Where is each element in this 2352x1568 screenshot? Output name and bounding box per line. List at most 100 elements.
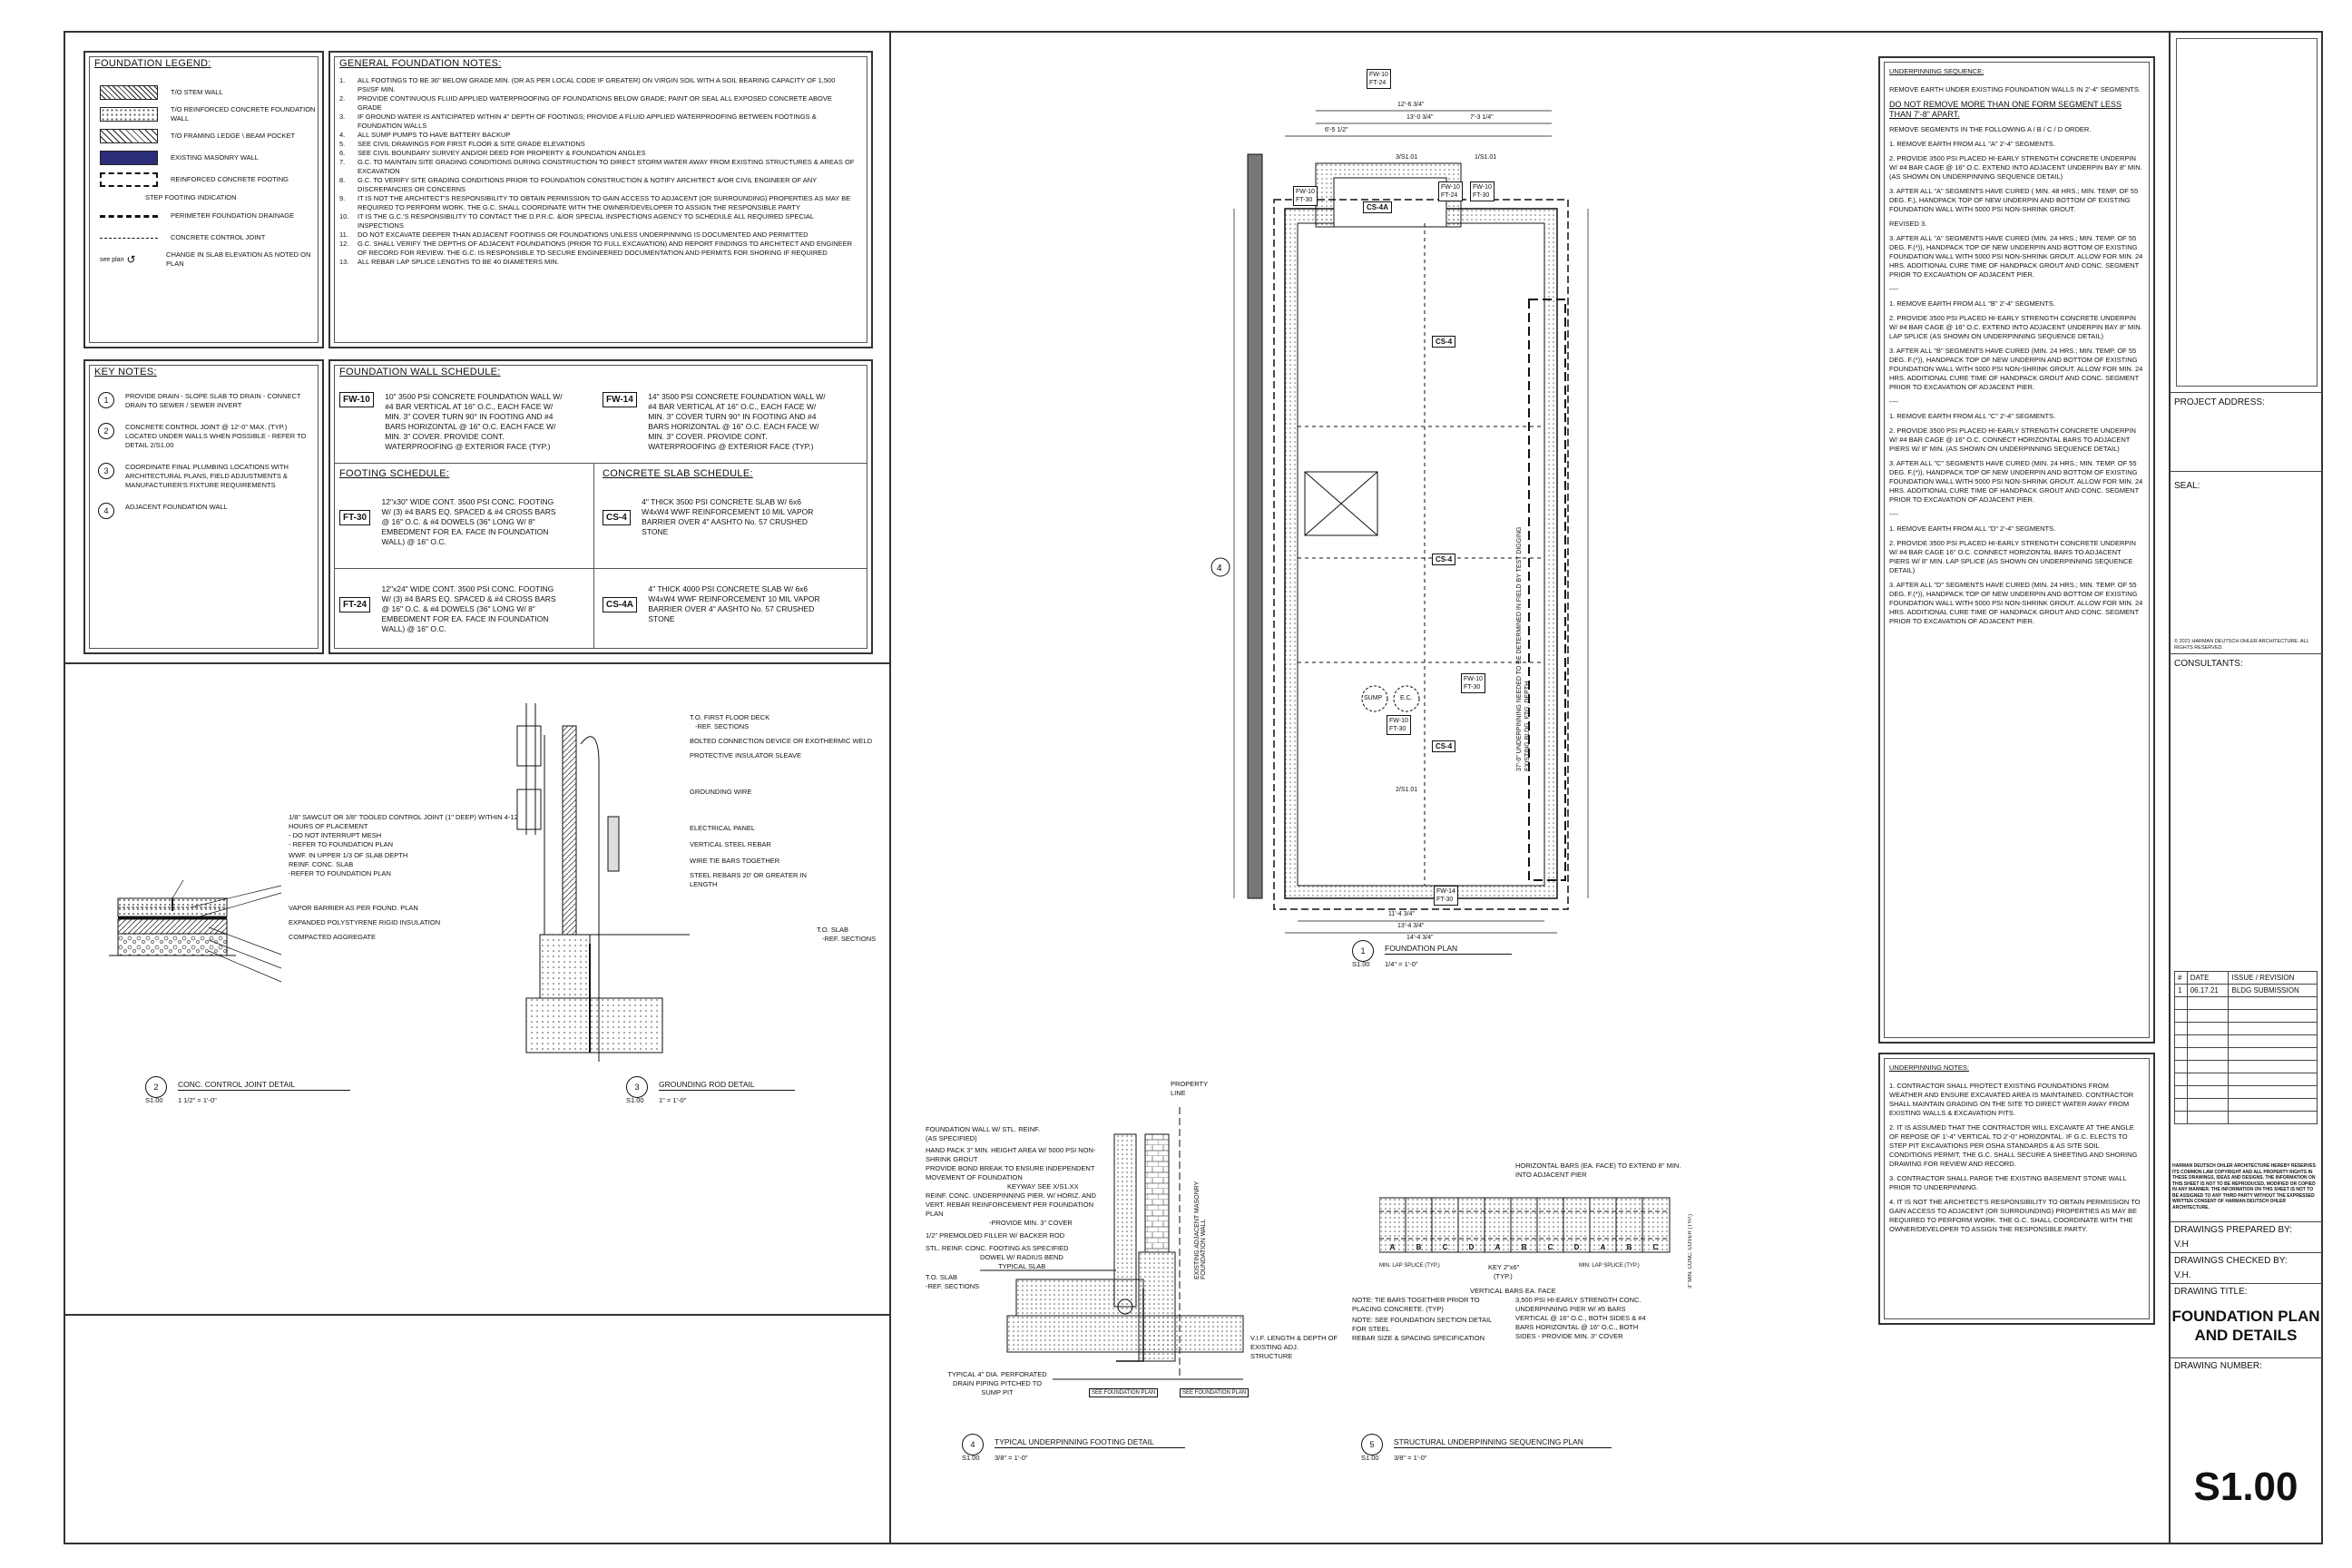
title-block: PROJECT ADDRESS: SEAL: © 2021 HARMAN DEU… <box>2169 31 2323 1544</box>
foundation-plan: 4 12'-6 3/4" 13'-0 3/4" 7'-3 1/4" 6'-5 1… <box>1207 64 1633 941</box>
svg-text:4: 4 <box>1217 564 1222 573</box>
segment-label: B <box>1416 1243 1422 1251</box>
sequence-step: 3. AFTER ALL "C" SEGMENTS HAVE CURED (MI… <box>1889 459 2143 504</box>
panel-divider-3 <box>64 1314 889 1316</box>
sequence-step: 2. PROVIDE 3500 PSI PLACED HI-EARLY STRE… <box>1889 539 2136 574</box>
general-note-row: 12.G.C. SHALL VERIFY THE DEPTHS OF ADJAC… <box>339 240 853 257</box>
sequence-step: 3. AFTER ALL "B" SEGMENTS HAVE CURED (MI… <box>1889 347 2143 391</box>
underpinning-note: 3. CONTRACTOR SHALL PARGE THE EXISTING B… <box>1889 1174 2127 1191</box>
slab-cs4: CS-4 4" THICK 3500 PSI CONCRETE SLAB W/ … <box>603 497 857 537</box>
sequence-step: 1. REMOVE EARTH FROM ALL "B" 2'-4" SEGME… <box>1889 299 2055 308</box>
general-note-row: 7.G.C. TO MAINTAIN SITE GRADING CONDITIO… <box>339 158 855 175</box>
general-note-row: 6.SEE CIVIL BOUNDARY SURVEY AND/OR DEED … <box>339 149 646 157</box>
sequence-step: 2. PROVIDE 3500 PSI PLACED HI-EARLY STRE… <box>1889 314 2142 340</box>
wall-schedule-fw10: FW-10 10" 3500 PSI CONCRETE FOUNDATION W… <box>339 392 593 452</box>
detail-3-drawing: T.O. FIRST FLOOR DECK -REF. SECTIONS BOL… <box>508 699 889 1080</box>
segment-label: B <box>1626 1243 1632 1251</box>
sequence-list: REMOVE EARTH UNDER EXISTING FOUNDATION W… <box>1889 85 2143 632</box>
plan-slab-cs4a: CS-4A <box>1363 201 1393 213</box>
sequence-step: 1. REMOVE EARTH FROM ALL "D" 2'-4" SEGME… <box>1889 524 2056 533</box>
drainage-line <box>100 214 158 218</box>
underpinning-notes: UNDERPINNING NOTES: 1. CONTRACTOR SHALL … <box>1878 1053 2155 1325</box>
slab-schedule-title: CONCRETE SLAB SCHEDULE: <box>603 468 753 479</box>
ledge-swatch <box>100 129 158 143</box>
footing-ft24: FT-24 12"x24" WIDE CONT. 3500 PSI CONC. … <box>339 584 593 634</box>
logo-area <box>2176 38 2318 387</box>
general-note-row: 13.ALL REBAR LAP SPLICE LENGTHS TO BE 40… <box>339 258 559 266</box>
sequence-step: 2. PROVIDE 3500 PSI PLACED HI-EARLY STRE… <box>1889 154 2142 181</box>
sequence-step: 2. PROVIDE 3500 PSI PLACED HI-EARLY STRE… <box>1889 426 2136 453</box>
footing-schedule-title: FOOTING SCHEDULE: <box>339 468 450 479</box>
sequence-step: REMOVE SEGMENTS IN THE FOLLOWING A / B /… <box>1889 125 2092 133</box>
sequence-step: 1. REMOVE EARTH FROM ALL "A" 2'-4" SEGME… <box>1889 140 2055 148</box>
underpinning-notes-list: 1. CONTRACTOR SHALL PROTECT EXISTING FOU… <box>1889 1082 2143 1240</box>
foundation-wall-swatch <box>100 107 158 122</box>
sequence-step: ---- <box>1889 397 1898 406</box>
wall-schedule-fw14: FW-14 14" 3500 PSI CONCRETE FOUNDATION W… <box>603 392 857 452</box>
panel-divider-2 <box>64 662 889 664</box>
general-notes: GENERAL FOUNDATION NOTES: 1.ALL FOOTINGS… <box>328 51 873 348</box>
sequence-step: 3. AFTER ALL "D" SEGMENTS HAVE CURED (MI… <box>1889 581 2143 625</box>
masonry-swatch <box>100 151 158 165</box>
sheet-border <box>64 31 2323 1544</box>
general-note-row: 11.DO NOT EXCAVATE DEEPER THAN ADJACENT … <box>339 230 808 239</box>
general-notes-title: GENERAL FOUNDATION NOTES: <box>339 58 502 69</box>
segment-label: A <box>1389 1243 1396 1251</box>
plan-slab-cs4-1: CS-4 <box>1432 336 1456 348</box>
plan-underpinning-note: 37'-0" UNDERPINNING NEEDED TO BE DETERMI… <box>1516 526 1531 771</box>
plan-slab-cs4-2: CS-4 <box>1432 554 1456 565</box>
underpinning-note: 4. IT IS NOT THE ARCHITECT'S RESPONSIBIL… <box>1889 1198 2141 1233</box>
segment-label: B <box>1521 1243 1527 1251</box>
segment-label: A <box>1600 1243 1606 1251</box>
sequence-step: 3. AFTER ALL "A" SEGMENTS HAVE CURED ( M… <box>1889 187 2139 213</box>
general-note-row: 10.IT IS THE G.C.'S RESPONSIBILITY TO CO… <box>339 212 814 230</box>
foundation-legend: FOUNDATION LEGEND: T/O STEM WALL T/O REI… <box>83 51 324 348</box>
general-note-row: 1.ALL FOOTINGS TO BE 36" BELOW GRADE MIN… <box>339 76 836 93</box>
control-joint-line <box>100 237 158 239</box>
drawing-title: FOUNDATION PLAN AND DETAILS <box>2171 1308 2320 1344</box>
slab-change-icon: ↺ <box>126 253 136 266</box>
key-notes-title: KEY NOTES: <box>94 367 157 377</box>
wall-schedule-title: FOUNDATION WALL SCHEDULE: <box>339 367 501 377</box>
footing-swatch <box>100 172 158 187</box>
drawing-number: S1.00 <box>2193 1465 2298 1509</box>
underpinning-note: 2. IT IS ASSUMED THAT THE CONTRACTOR WIL… <box>1889 1123 2138 1168</box>
segment-label: C <box>1547 1243 1553 1251</box>
underpinning-note: 1. CONTRACTOR SHALL PROTECT EXISTING FOU… <box>1889 1082 2134 1117</box>
general-notes-list: 1.ALL FOOTINGS TO BE 36" BELOW GRADE MIN… <box>339 76 857 267</box>
sequence-step: ---- <box>1889 510 1898 518</box>
panel-divider-1 <box>889 31 891 1544</box>
underpinning-sequence: UNDERPINNING SEQUENCE: REMOVE EARTH UNDE… <box>1878 56 2155 1044</box>
general-note-row: 2.PROVIDE CONTINUOUS FLUID APPLIED WATER… <box>339 94 832 112</box>
sequence-step: REMOVE EARTH UNDER EXISTING FOUNDATION W… <box>1889 85 2141 93</box>
plan-slab-cs4-3: CS-4 <box>1432 740 1456 752</box>
stem-wall-swatch <box>100 85 158 100</box>
sequence-step: ---- <box>1889 285 1898 293</box>
titleblock-divider <box>2169 31 2171 1544</box>
segment-label: D <box>1468 1243 1475 1251</box>
legend-title: FOUNDATION LEGEND: <box>94 58 211 69</box>
sequence-step: DO NOT REMOVE MORE THAN ONE FORM SEGMENT… <box>1889 100 2122 119</box>
general-note-row: 9.IT IS NOT THE ARCHITECT'S RESPONSIBILI… <box>339 194 851 211</box>
slab-cs4a: CS-4A 4" THICK 4000 PSI CONCRETE SLAB W/… <box>603 584 857 624</box>
sequence-step: 3. AFTER ALL "A" SEGMENTS HAVE CURED (MI… <box>1889 234 2143 279</box>
schedules: FOUNDATION WALL SCHEDULE: FW-10 10" 3500… <box>328 359 873 654</box>
general-note-row: 8.G.C. TO VERIFY SITE GRADING CONDITIONS… <box>339 176 818 193</box>
segment-label: C <box>1442 1243 1448 1251</box>
revision-table: # DATE ISSUE / REVISION 1 06.17.21 BLDG … <box>2174 971 2318 1124</box>
detail-4-drawing: FOUNDATION WALL W/ STL. REINF. (AS SPECI… <box>926 1080 1338 1397</box>
segment-label: A <box>1494 1243 1501 1251</box>
